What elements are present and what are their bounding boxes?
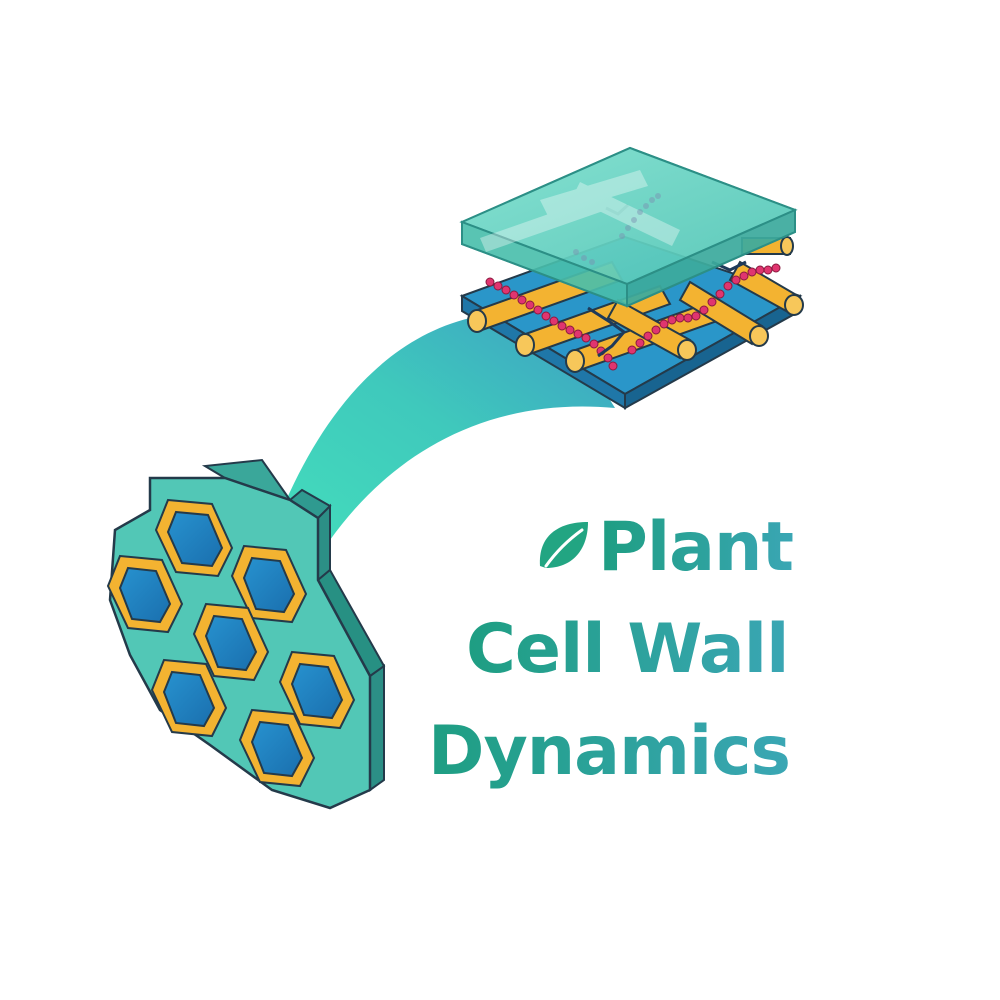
plant-cell xyxy=(230,544,308,624)
matrix-glass-layer xyxy=(459,146,798,308)
title-block: Plant Cell Wall Dynamics xyxy=(428,508,794,791)
plant-cell xyxy=(192,602,270,682)
pectin-chain-right xyxy=(627,263,781,355)
leaf-icon xyxy=(539,522,588,568)
zoom-beam xyxy=(282,318,615,540)
pectin-chains xyxy=(485,263,781,371)
plant-cell xyxy=(278,650,356,730)
title-line-1: Plant xyxy=(598,508,793,587)
plant-cell xyxy=(154,498,234,578)
plant-cell xyxy=(238,708,316,788)
title-line-2: Cell Wall xyxy=(466,610,788,689)
plant-cell xyxy=(106,554,184,634)
pectin-chain-left xyxy=(485,277,618,371)
cell-wall-layers-icon xyxy=(459,146,804,410)
plant-cell xyxy=(150,658,228,738)
title-line-3: Dynamics xyxy=(428,712,790,791)
hexagonal-cell-tissue-icon xyxy=(106,458,386,810)
plant-cells xyxy=(106,498,356,788)
cellulose-rod xyxy=(678,280,769,347)
